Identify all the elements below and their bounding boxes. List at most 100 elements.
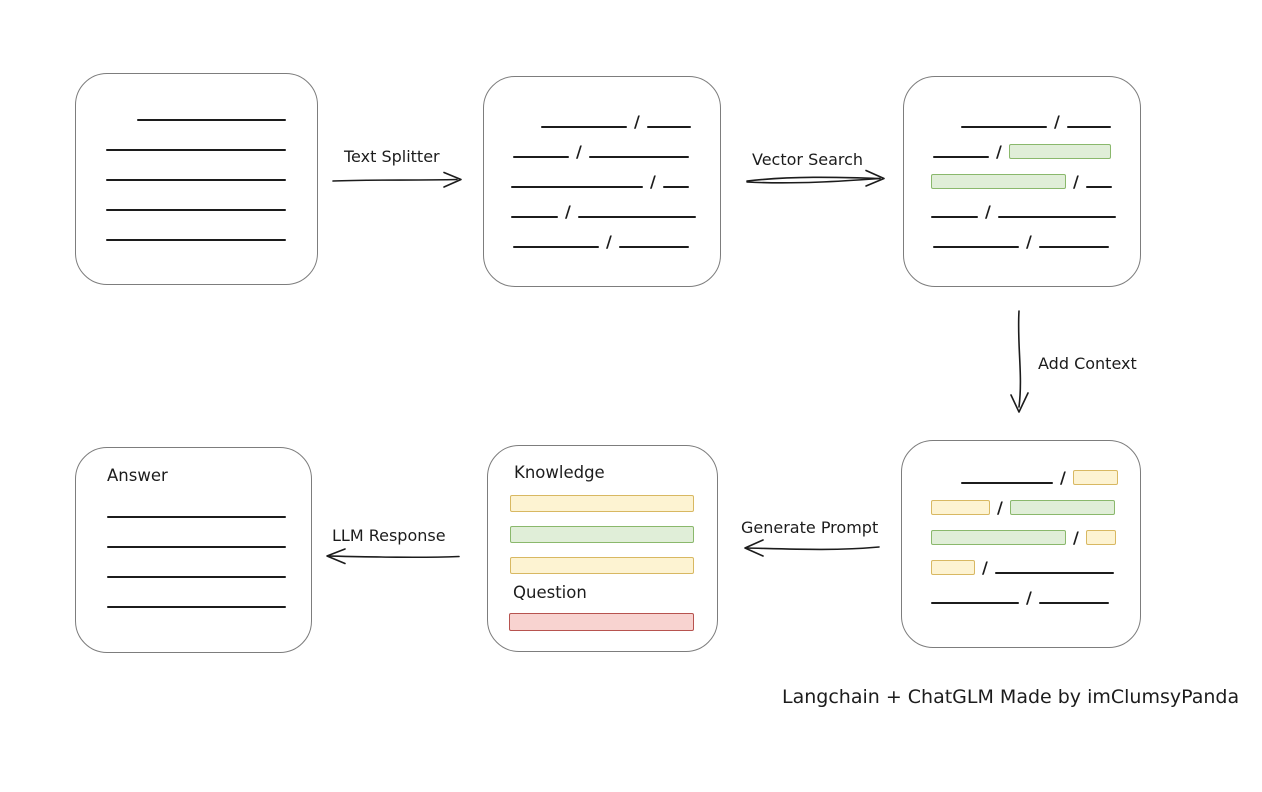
question-bar-red	[509, 613, 694, 631]
diagram-caption: Langchain + ChatGLM Made by imClumsyPand…	[782, 686, 1240, 708]
vector-search-arrow	[746, 169, 885, 187]
generate-prompt-arrow	[744, 539, 880, 557]
node-answer: Answer	[75, 447, 312, 653]
knowledge-label: Knowledge	[514, 463, 605, 482]
chunk-separator: /	[1026, 588, 1032, 607]
text-line	[107, 606, 286, 608]
chunk-row: /	[931, 218, 1112, 251]
chunk-row: /	[931, 188, 1116, 221]
text-line	[513, 246, 599, 248]
text-line	[646, 126, 691, 128]
text-line	[513, 156, 569, 158]
context-chunk-highlight-yellow	[931, 500, 990, 515]
knowledge-bar-yellow	[510, 495, 694, 512]
text-line	[577, 216, 696, 218]
text-line-row	[106, 151, 286, 181]
text-line	[511, 186, 643, 188]
chunk-row: /	[511, 188, 696, 220]
generate-prompt-label: Generate Prompt	[741, 518, 879, 537]
chunk-separator: /	[606, 232, 612, 251]
chunk-separator: /	[997, 498, 1003, 517]
matched-chunk-highlight-green	[931, 530, 1066, 545]
llm-response-label: LLM Response	[332, 526, 446, 545]
node-matched-chunks: / / / / /	[903, 76, 1141, 287]
chunk-lines: / / / / /	[904, 77, 1140, 251]
context-chunk-highlight-yellow	[1072, 470, 1118, 485]
text-line	[933, 246, 1019, 248]
text-line-row	[106, 91, 286, 121]
text-line	[1066, 126, 1111, 128]
knowledge-bar-yellow	[510, 557, 694, 574]
chunk-separator: /	[1073, 172, 1079, 191]
chunk-row: /	[511, 218, 692, 251]
node-document	[75, 73, 318, 285]
chunk-separator: /	[985, 202, 991, 221]
chunk-row: /	[931, 454, 1118, 487]
chunk-separator: /	[1054, 112, 1060, 131]
chunk-separator: /	[996, 142, 1002, 161]
text-line	[541, 126, 627, 128]
chunk-row: /	[511, 158, 692, 191]
context-chunk-highlight-yellow	[1085, 530, 1116, 545]
document-lines	[76, 74, 317, 241]
text-line	[1085, 186, 1112, 188]
chunk-lines: / / / / /	[902, 441, 1140, 607]
chunk-row: /	[931, 544, 1114, 577]
chunk-row: /	[931, 574, 1111, 607]
text-line	[107, 546, 286, 548]
text-line	[1038, 246, 1109, 248]
text-line	[107, 576, 286, 578]
matched-chunk-highlight-green	[1008, 144, 1111, 159]
chunk-row: /	[931, 514, 1116, 547]
vector-search-label: Vector Search	[752, 150, 864, 169]
text-line	[511, 216, 558, 218]
chunk-separator: /	[576, 142, 582, 161]
add-context-label: Add Context	[1038, 354, 1137, 373]
text-line	[662, 186, 689, 188]
chunk-row: /	[931, 128, 1112, 161]
question-label: Question	[513, 583, 587, 602]
chunk-row: /	[931, 158, 1112, 191]
text-line-row	[106, 121, 286, 151]
text-line	[931, 602, 1019, 604]
text-line	[933, 156, 989, 158]
text-line	[107, 516, 286, 518]
text-line	[931, 216, 978, 218]
chunk-separator: /	[982, 558, 988, 577]
llm-response-arrow	[326, 548, 460, 565]
text-line	[137, 119, 286, 121]
text-splitter-arrow	[332, 171, 462, 188]
node-prompt: Knowledge Question	[487, 445, 718, 652]
context-chunk-highlight-yellow	[931, 560, 975, 575]
add-context-arrow	[1010, 310, 1029, 413]
chunk-row: /	[511, 128, 692, 161]
text-line	[106, 239, 286, 241]
text-line	[1038, 602, 1109, 604]
chunk-row: /	[931, 484, 1115, 517]
text-line	[994, 572, 1114, 574]
text-line-row	[107, 488, 286, 518]
text-line	[961, 482, 1053, 484]
chunk-separator: /	[650, 172, 656, 191]
text-line	[106, 149, 286, 151]
node-context-chunks: / / / / /	[901, 440, 1141, 648]
chunk-row: /	[931, 98, 1112, 131]
chunk-row: /	[511, 98, 692, 131]
text-line	[106, 209, 286, 211]
text-line	[618, 246, 689, 248]
text-line	[588, 156, 689, 158]
text-line-row	[106, 181, 286, 211]
chunk-separator: /	[1060, 468, 1066, 487]
text-line	[961, 126, 1047, 128]
text-line-row	[107, 578, 286, 608]
node-text-chunks: / / / / /	[483, 76, 721, 287]
knowledge-bar-green	[510, 526, 694, 543]
chunk-separator: /	[634, 112, 640, 131]
chunk-separator: /	[1026, 232, 1032, 251]
chunk-separator: /	[1073, 528, 1079, 547]
answer-lines	[76, 448, 311, 608]
text-line	[106, 179, 286, 181]
text-line-row	[107, 548, 286, 578]
text-line-row	[106, 211, 286, 241]
